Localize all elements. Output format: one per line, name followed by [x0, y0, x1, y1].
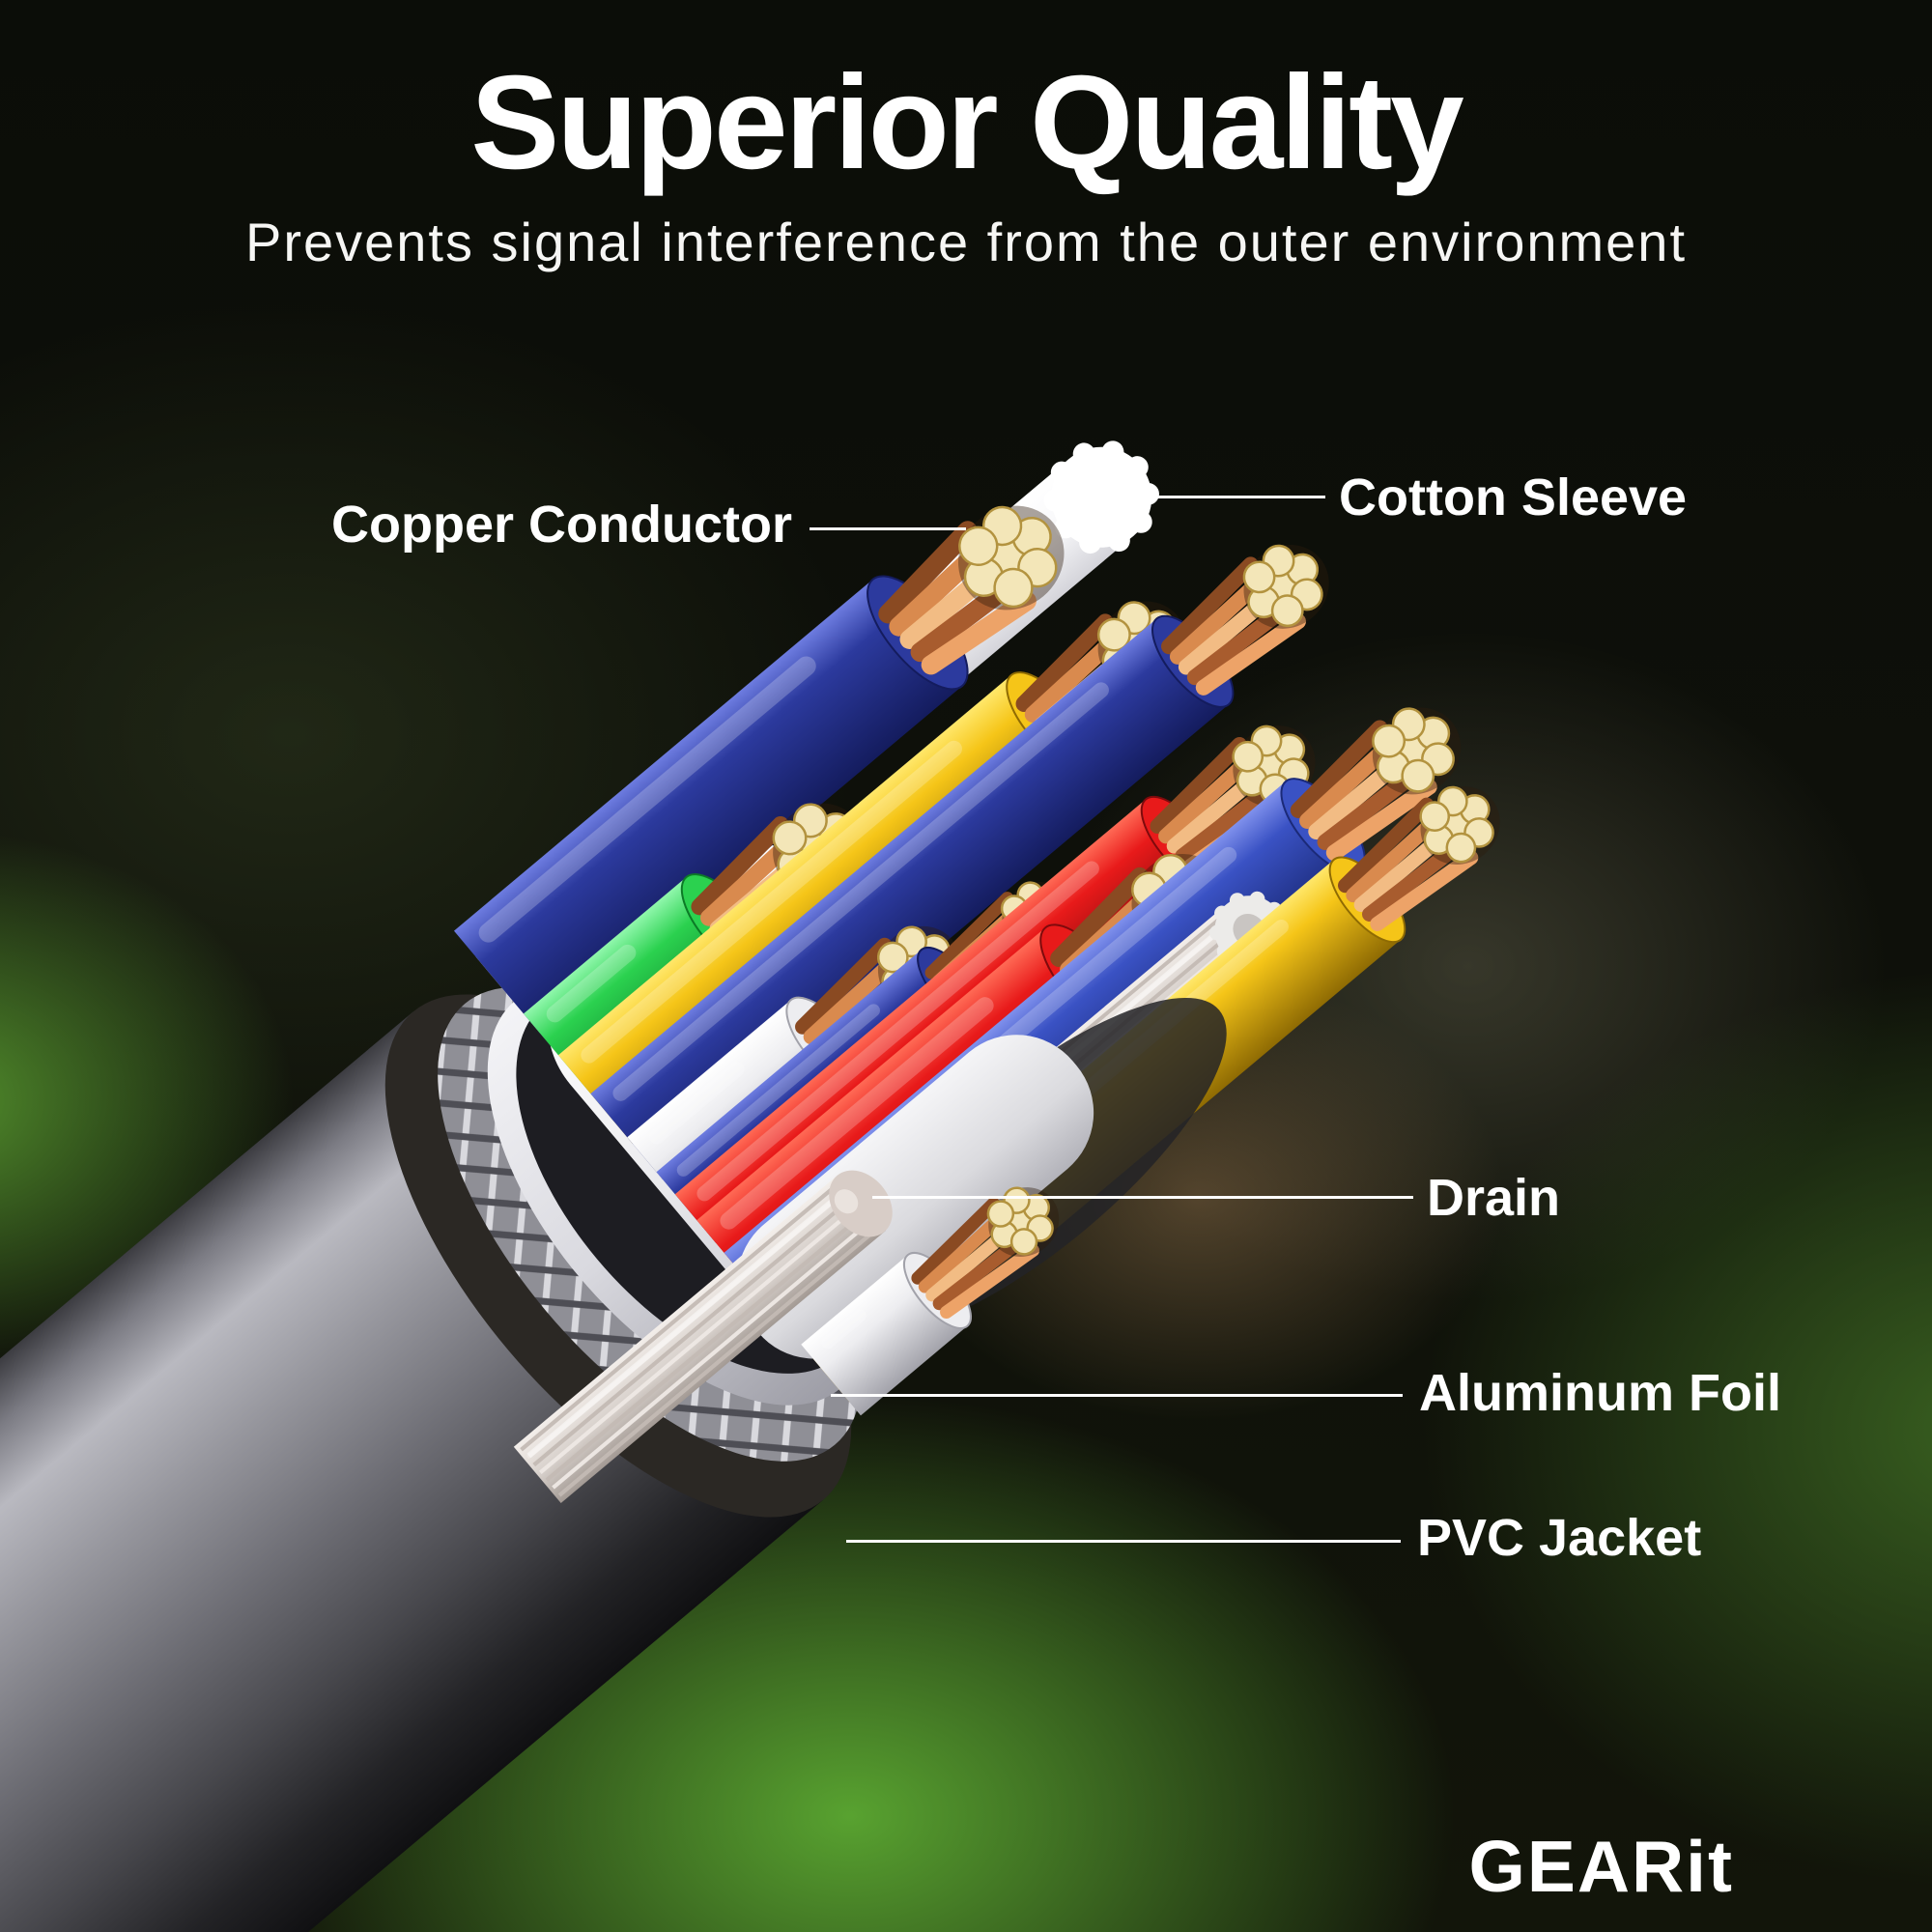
wire-drain-1: [513, 1170, 893, 1504]
wire-white-2: [801, 1186, 1060, 1416]
callout-line-pvc-jacket: [846, 1540, 1401, 1543]
callout-label-pvc-jacket: PVC Jacket: [1417, 1509, 1702, 1567]
callout-label-cotton-sleeve: Cotton Sleeve: [1339, 469, 1688, 526]
callout-line-aluminum-foil: [831, 1394, 1403, 1397]
wire-navy-1: [453, 505, 1065, 1037]
callout-label-copper-conductor: Copper Conductor: [331, 496, 792, 554]
callout-line-cotton-sleeve: [1111, 496, 1325, 498]
page-subtitle: Prevents signal interference from the ou…: [244, 212, 1688, 272]
callout-label-aluminum-foil: Aluminum Foil: [1419, 1364, 1781, 1422]
page-title: Superior Quality: [470, 48, 1464, 197]
brand-logo: GEARit: [1468, 1826, 1734, 1907]
callout-line-drain: [872, 1196, 1413, 1199]
wire-bundle-front: [513, 1170, 1060, 1504]
callout-line-copper-conductor: [810, 527, 966, 530]
callout-label-drain: Drain: [1427, 1169, 1561, 1227]
